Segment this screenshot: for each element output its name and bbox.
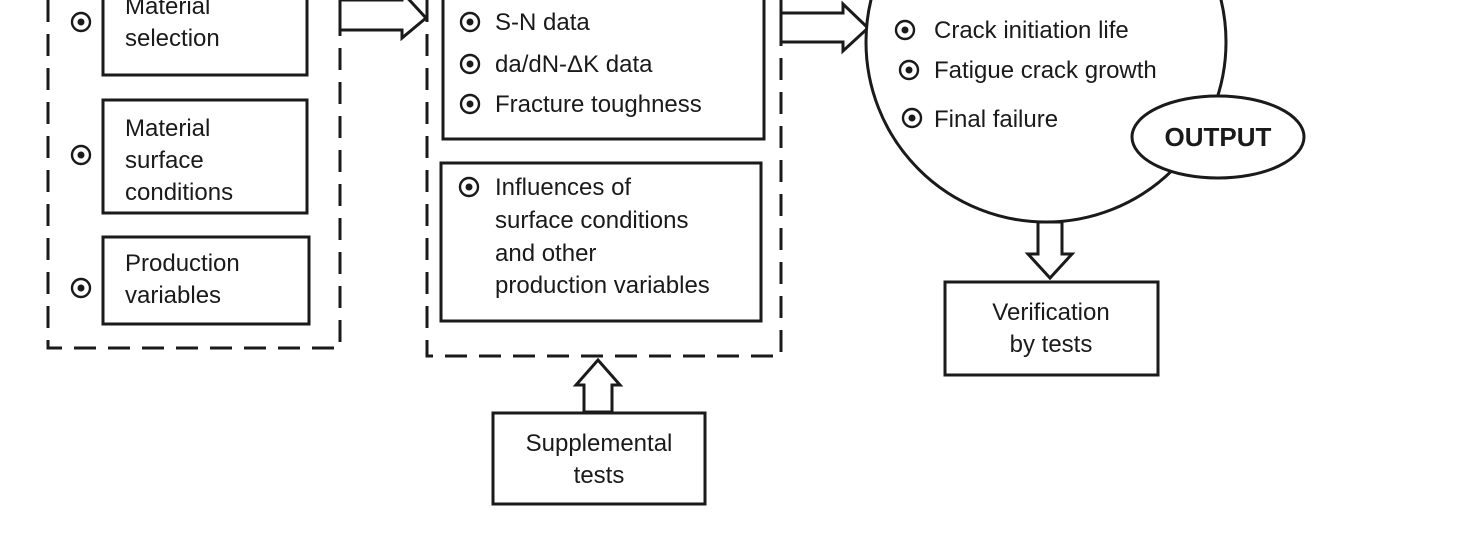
verification-box — [943, 280, 1160, 377]
supplemental-tests-box — [491, 411, 707, 506]
crack-growth-data-label: da/dN-ΔK data — [495, 51, 653, 78]
verification-label: by tests — [1010, 331, 1093, 358]
material-data-box — [441, 0, 766, 141]
input-group: Material selection Material surface cond… — [46, 0, 342, 350]
final-failure-label: Final failure — [934, 106, 1058, 133]
supplemental-tests-label: tests — [574, 462, 625, 489]
influences-box — [439, 161, 763, 323]
sn-data-bullet — [459, 11, 481, 33]
influences-bullet — [458, 176, 480, 198]
surface-conditions-bullet — [70, 144, 92, 166]
supplemental-tests: Supplemental tests — [491, 411, 707, 506]
arrow-input-to-data — [338, 0, 429, 42]
sn-data-label: S-N data — [495, 9, 590, 36]
final-failure-bullet — [901, 107, 923, 129]
fracture-toughness-bullet — [459, 93, 481, 115]
fracture-toughness-label: Fracture toughness — [495, 91, 702, 118]
supplemental-tests-label: Supplemental — [526, 430, 673, 457]
input-group-border — [46, 0, 342, 350]
influences-label: surface conditions — [495, 207, 688, 234]
influences-label: and other — [495, 240, 596, 267]
output-circle: Crack initiation life Fatigue crack grow… — [864, 0, 1306, 224]
verification-label: Verification — [992, 299, 1109, 326]
material-selection-label: Material — [125, 0, 210, 20]
fatigue-crack-growth-label: Fatigue crack growth — [934, 57, 1157, 84]
surface-conditions-box — [101, 98, 309, 215]
data-group-border — [425, 0, 783, 358]
crack-growth-data-bullet — [459, 53, 481, 75]
data-group: S-N data da/dN-ΔK data Fracture toughnes… — [425, 0, 783, 358]
production-variables-bullet — [70, 277, 92, 299]
material-selection-box — [101, 0, 309, 77]
output-badge — [1130, 94, 1306, 180]
surface-conditions-label: Material — [125, 115, 210, 142]
verification: Verification by tests — [943, 280, 1160, 377]
material-selection-bullet — [70, 11, 92, 33]
influences-label: Influences of — [495, 174, 631, 201]
arrow-output-to-verification — [1024, 220, 1076, 281]
output-badge-label: OUTPUT — [1165, 122, 1272, 152]
production-variables-label: Production — [125, 250, 240, 277]
material-selection-label: selection — [125, 25, 220, 52]
surface-conditions-label: conditions — [125, 179, 233, 206]
crack-initiation-bullet — [894, 19, 916, 41]
production-variables-label: variables — [125, 282, 221, 309]
influences-label: production variables — [495, 272, 710, 299]
fatigue-crack-growth-bullet — [898, 59, 920, 81]
surface-conditions-label: surface — [125, 147, 204, 174]
arrow-data-to-output — [779, 0, 871, 55]
arrow-supplemental-to-data — [572, 357, 624, 414]
production-variables-box — [101, 235, 311, 326]
crack-initiation-label: Crack initiation life — [934, 17, 1129, 44]
